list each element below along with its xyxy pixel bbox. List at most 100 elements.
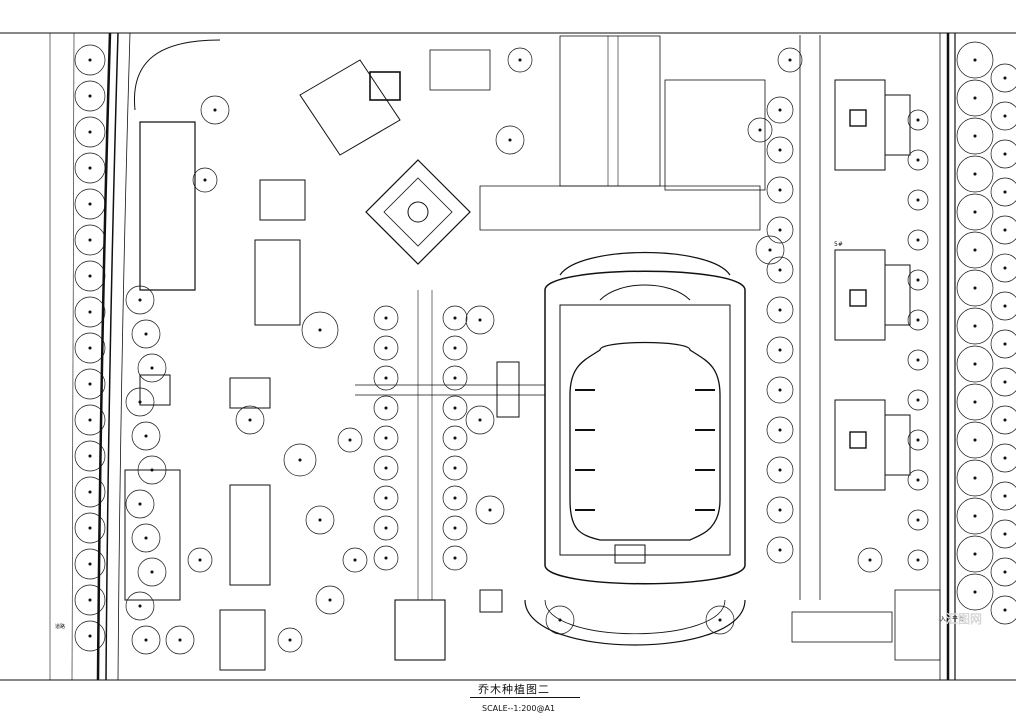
tree-trunk (788, 58, 792, 62)
tree-trunk (198, 558, 202, 562)
tree-canopy (131, 523, 161, 553)
tree-canopy (137, 557, 167, 587)
tree-canopy (766, 96, 794, 124)
tree-canopy (766, 456, 794, 484)
road-edge-left-inner (105, 32, 119, 681)
tree-trunk (88, 58, 92, 62)
tree-trunk (1003, 418, 1007, 422)
tree-trunk (384, 316, 388, 320)
tree-trunk (973, 96, 977, 100)
tree-trunk (453, 556, 457, 560)
tree-canopy (442, 455, 468, 481)
tree-trunk (88, 310, 92, 314)
tree-trunk (298, 458, 302, 462)
tree-canopy (74, 584, 106, 616)
tree-trunk (973, 362, 977, 366)
tree-trunk (88, 130, 92, 134)
tree-trunk (478, 418, 482, 422)
tree-trunk (88, 454, 92, 458)
tree-trunk (916, 518, 920, 522)
tree-trunk (916, 158, 920, 162)
tree-trunk (518, 58, 522, 62)
tree-trunk (973, 438, 977, 442)
curved-path-nw (133, 39, 221, 111)
tree-trunk (384, 556, 388, 560)
south-east-walk (791, 611, 893, 643)
tree-canopy (747, 117, 773, 143)
tree-canopy (373, 425, 399, 451)
nw-building (299, 59, 401, 156)
tree-trunk (916, 438, 920, 442)
tree-trunk (138, 604, 142, 608)
tree-canopy (956, 269, 994, 307)
tree-canopy (373, 455, 399, 481)
tree-trunk (88, 418, 92, 422)
tree-canopy (956, 459, 994, 497)
tree-canopy (277, 627, 303, 653)
entrance-label: 入户平台 (940, 616, 965, 623)
tree-canopy (990, 291, 1016, 321)
tree-trunk (916, 238, 920, 242)
tree-canopy (907, 269, 929, 291)
tree-trunk (88, 382, 92, 386)
tree-canopy (990, 63, 1016, 93)
tree-canopy (990, 215, 1016, 245)
tree-trunk (916, 278, 920, 282)
tree-trunk (718, 618, 722, 622)
tree-trunk (1003, 380, 1007, 384)
tree-canopy (74, 80, 106, 112)
tree-canopy (192, 167, 218, 193)
tree-trunk (88, 634, 92, 638)
road-edge-left-2 (117, 32, 131, 681)
tree-trunk (384, 346, 388, 350)
tree-trunk (916, 198, 920, 202)
tree-canopy (545, 605, 575, 635)
tree-trunk (778, 508, 782, 512)
tree-trunk (328, 598, 332, 602)
tree-canopy (74, 44, 106, 76)
diamond-plaza (365, 159, 471, 265)
drawing-title: 乔木种植图二 (478, 683, 550, 696)
pool-steps (575, 389, 715, 511)
pool-mid (559, 304, 731, 556)
tree-canopy (907, 549, 929, 571)
pool-feature-box (614, 544, 646, 564)
tree-trunk (916, 398, 920, 402)
drawing-scale: SCALE--1:200@A1 (482, 704, 556, 713)
tree-canopy (373, 485, 399, 511)
tree-trunk (1003, 342, 1007, 346)
tree-trunk (384, 526, 388, 530)
north-terrace (479, 185, 761, 231)
tree-trunk (778, 188, 782, 192)
tree-trunk (88, 274, 92, 278)
tree-trunk (318, 328, 322, 332)
tree-trunk (144, 638, 148, 642)
tree-trunk (1003, 494, 1007, 498)
tree-trunk (778, 468, 782, 472)
road-edge-left (96, 32, 112, 681)
tree-canopy (74, 188, 106, 220)
west-buildings (124, 179, 306, 671)
tree-canopy (495, 125, 525, 155)
tree-canopy (74, 224, 106, 256)
tree-canopy (305, 505, 335, 535)
tree-trunk (778, 228, 782, 232)
tree-canopy (442, 395, 468, 421)
tree-trunk (1003, 570, 1007, 574)
tree-canopy (74, 440, 106, 472)
tree-trunk (150, 570, 154, 574)
tree-canopy (465, 405, 495, 435)
tree-canopy (956, 79, 994, 117)
tree-trunk (138, 298, 142, 302)
tree-trunk (88, 490, 92, 494)
tree-canopy (373, 305, 399, 331)
tree-canopy (990, 101, 1016, 131)
tree-trunk (138, 502, 142, 506)
tree-trunk (973, 514, 977, 518)
tree-canopy (442, 545, 468, 571)
tree-canopy (442, 305, 468, 331)
tree-trunk (916, 478, 920, 482)
tree-trunk (916, 318, 920, 322)
tree-canopy (990, 177, 1016, 207)
tree-trunk (778, 148, 782, 152)
